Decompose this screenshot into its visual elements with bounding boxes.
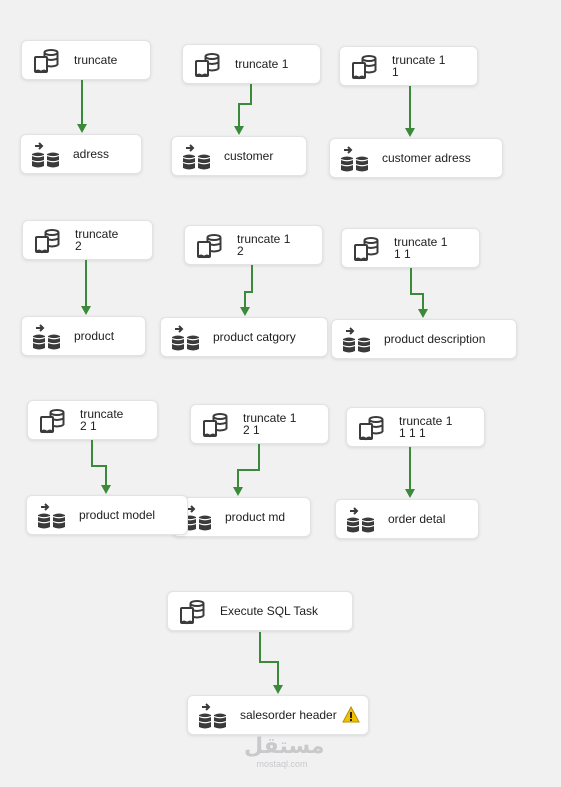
- task-label: product md: [225, 498, 306, 536]
- task-label: adress: [73, 135, 137, 173]
- execute-sql-task[interactable]: Execute SQL Task: [167, 591, 353, 631]
- task-label: customer: [224, 137, 302, 175]
- task-label: product catgory: [213, 318, 323, 356]
- task-label: salesorder header: [240, 696, 364, 734]
- data-flow-task[interactable]: product md: [172, 497, 311, 537]
- data-flow-task[interactable]: product catgory: [160, 317, 328, 357]
- task-label-line: customer: [224, 149, 274, 163]
- data-flow-icon: [182, 144, 212, 170]
- execute-sql-icon: [195, 233, 225, 259]
- data-flow-task[interactable]: salesorder header: [187, 695, 369, 735]
- task-label-line: truncate 1: [394, 235, 448, 249]
- task-label-line: 1: [392, 65, 399, 79]
- task-label-line: product catgory: [213, 330, 296, 344]
- execute-sql-task[interactable]: truncate: [21, 40, 151, 80]
- warning-icon[interactable]: [342, 705, 360, 724]
- data-flow-icon: [346, 507, 376, 533]
- task-label-line: product description: [384, 332, 486, 346]
- execute-sql-icon: [201, 412, 231, 438]
- data-flow-task[interactable]: product: [21, 316, 146, 356]
- task-label: truncate: [74, 41, 146, 79]
- task-label-line: 1 1: [394, 247, 411, 261]
- task-label: product: [74, 317, 141, 355]
- task-label-line: 2: [75, 239, 82, 253]
- data-flow-icon: [32, 324, 62, 350]
- task-label-line: customer adress: [382, 151, 471, 165]
- task-label-line: salesorder header: [240, 708, 337, 722]
- task-label-line: product md: [225, 510, 286, 524]
- data-flow-icon: [37, 503, 67, 529]
- task-label-line: product model: [79, 508, 156, 522]
- task-label-line: truncate 1: [392, 53, 446, 67]
- execute-sql-icon: [350, 54, 380, 80]
- execute-sql-icon: [38, 408, 68, 434]
- task-label: product description: [384, 320, 512, 358]
- task-label-line: 2: [237, 244, 244, 258]
- data-flow-icon: [198, 703, 228, 729]
- task-label-line: adress: [73, 147, 110, 161]
- task-label-line: Execute SQL Task: [220, 604, 319, 618]
- task-label-line: truncate: [75, 227, 119, 241]
- task-label: Execute SQL Task: [220, 592, 348, 630]
- task-label: truncate 1: [235, 45, 316, 83]
- data-flow-task[interactable]: product description: [331, 319, 517, 359]
- data-flow-task[interactable]: customer adress: [329, 138, 503, 178]
- task-label-line: product: [74, 329, 115, 343]
- data-flow-icon: [31, 142, 61, 168]
- task-label-line: order detal: [388, 512, 446, 526]
- data-flow-task[interactable]: adress: [20, 134, 142, 174]
- task-label-line: truncate: [74, 53, 118, 67]
- data-flow-task[interactable]: product model: [26, 495, 188, 535]
- task-label-line: truncate 1: [243, 411, 297, 425]
- data-flow-icon: [340, 146, 370, 172]
- task-label: customer adress: [382, 139, 498, 177]
- task-label-line: truncate 1: [237, 232, 291, 246]
- task-label-line: truncate 1: [235, 57, 289, 71]
- task-label-line: truncate 1: [399, 414, 453, 428]
- execute-sql-icon: [357, 415, 387, 441]
- execute-sql-icon: [33, 228, 63, 254]
- execute-sql-task[interactable]: truncate 1: [182, 44, 321, 84]
- task-label-line: 2 1: [243, 423, 260, 437]
- task-label-line: truncate: [80, 407, 124, 421]
- execute-sql-icon: [352, 236, 382, 262]
- data-flow-icon: [342, 327, 372, 353]
- task-label-line: 2 1: [80, 419, 97, 433]
- data-flow-task[interactable]: order detal: [335, 499, 479, 539]
- execute-sql-icon: [32, 48, 62, 74]
- task-label-line: 1 1 1: [399, 426, 426, 440]
- task-label: order detal: [388, 500, 474, 538]
- execute-sql-icon: [178, 599, 208, 625]
- data-flow-icon: [171, 325, 201, 351]
- data-flow-task[interactable]: customer: [171, 136, 307, 176]
- execute-sql-icon: [193, 52, 223, 78]
- task-label: product model: [79, 496, 183, 534]
